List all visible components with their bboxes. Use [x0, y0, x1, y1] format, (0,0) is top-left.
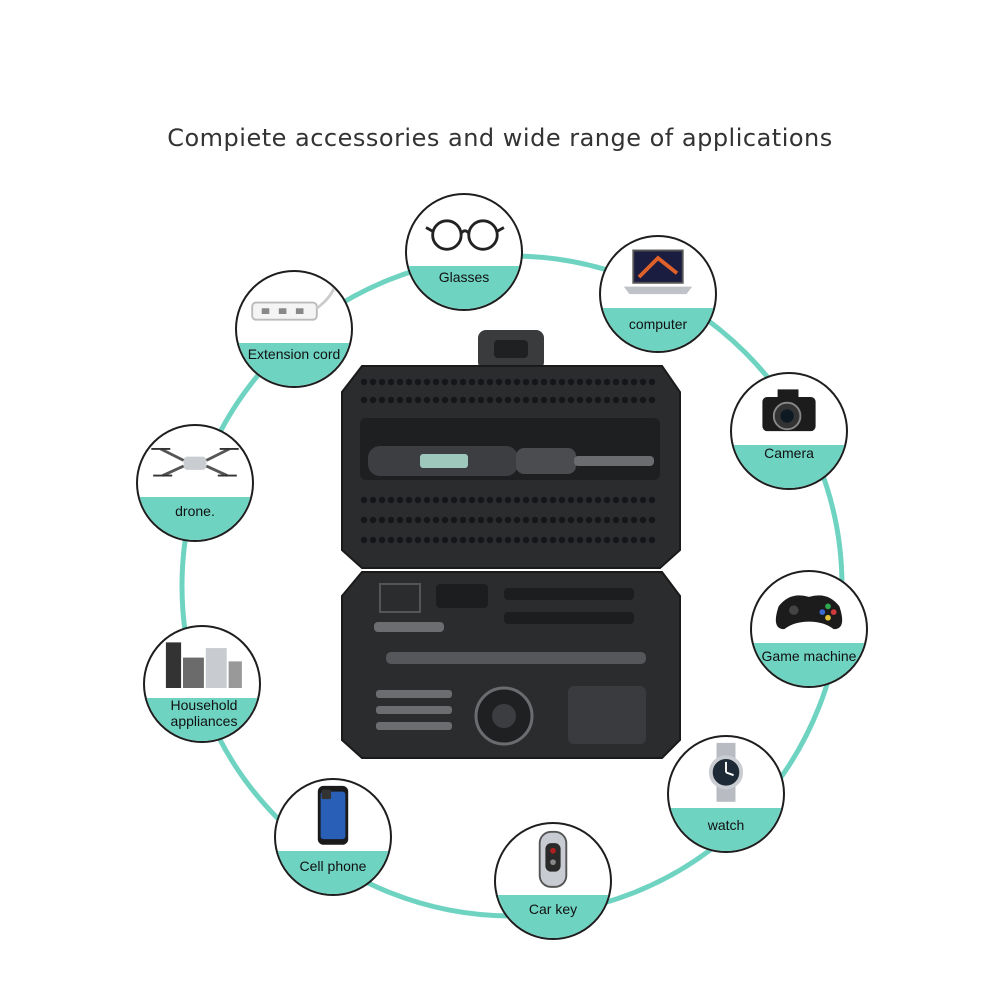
application-watch: watch [667, 735, 785, 853]
application-label: Game machine [761, 648, 857, 664]
power-strip-icon [237, 272, 351, 343]
application-cell-phone: Cell phone [274, 778, 392, 896]
application-car-key: Car key [494, 822, 612, 940]
label-band [407, 265, 521, 309]
page-title: Compiete accessories and wide range of a… [167, 124, 833, 152]
application-household-appliances: Household appliances [143, 625, 261, 743]
camera-icon [732, 374, 846, 445]
gamepad-icon [752, 572, 866, 643]
application-extension-cord: Extension cord [235, 270, 353, 388]
laptop-icon [601, 237, 715, 308]
label-band [601, 307, 715, 351]
appliances-icon [145, 627, 259, 698]
label-band [752, 642, 866, 686]
application-label: Extension cord [247, 346, 341, 362]
label-band [138, 496, 252, 540]
application-label: Household appliances [170, 697, 238, 729]
car-key-icon [496, 824, 610, 895]
application-computer: computer [599, 235, 717, 353]
application-label: Car key [528, 901, 578, 917]
application-label: Camera [764, 445, 814, 461]
application-label: watch [707, 817, 745, 833]
screwdriver-kit-icon [341, 330, 681, 759]
application-label: Cell phone [299, 858, 367, 874]
drone-icon [138, 426, 252, 497]
label-band [237, 342, 351, 386]
label-band [276, 850, 390, 894]
application-glasses: Glasses [405, 193, 523, 311]
watch-icon [669, 737, 783, 808]
label-band [145, 697, 259, 741]
application-camera: Camera [730, 372, 848, 490]
phone-icon [276, 780, 390, 851]
label-band [496, 894, 610, 938]
label-band [669, 807, 783, 851]
application-game-machine: Game machine [750, 570, 868, 688]
label-band [732, 444, 846, 488]
glasses-icon [407, 195, 521, 266]
application-label: computer [628, 316, 688, 332]
application-label: drone. [175, 503, 215, 519]
application-drone: drone. [136, 424, 254, 542]
application-label: Glasses [438, 269, 490, 285]
